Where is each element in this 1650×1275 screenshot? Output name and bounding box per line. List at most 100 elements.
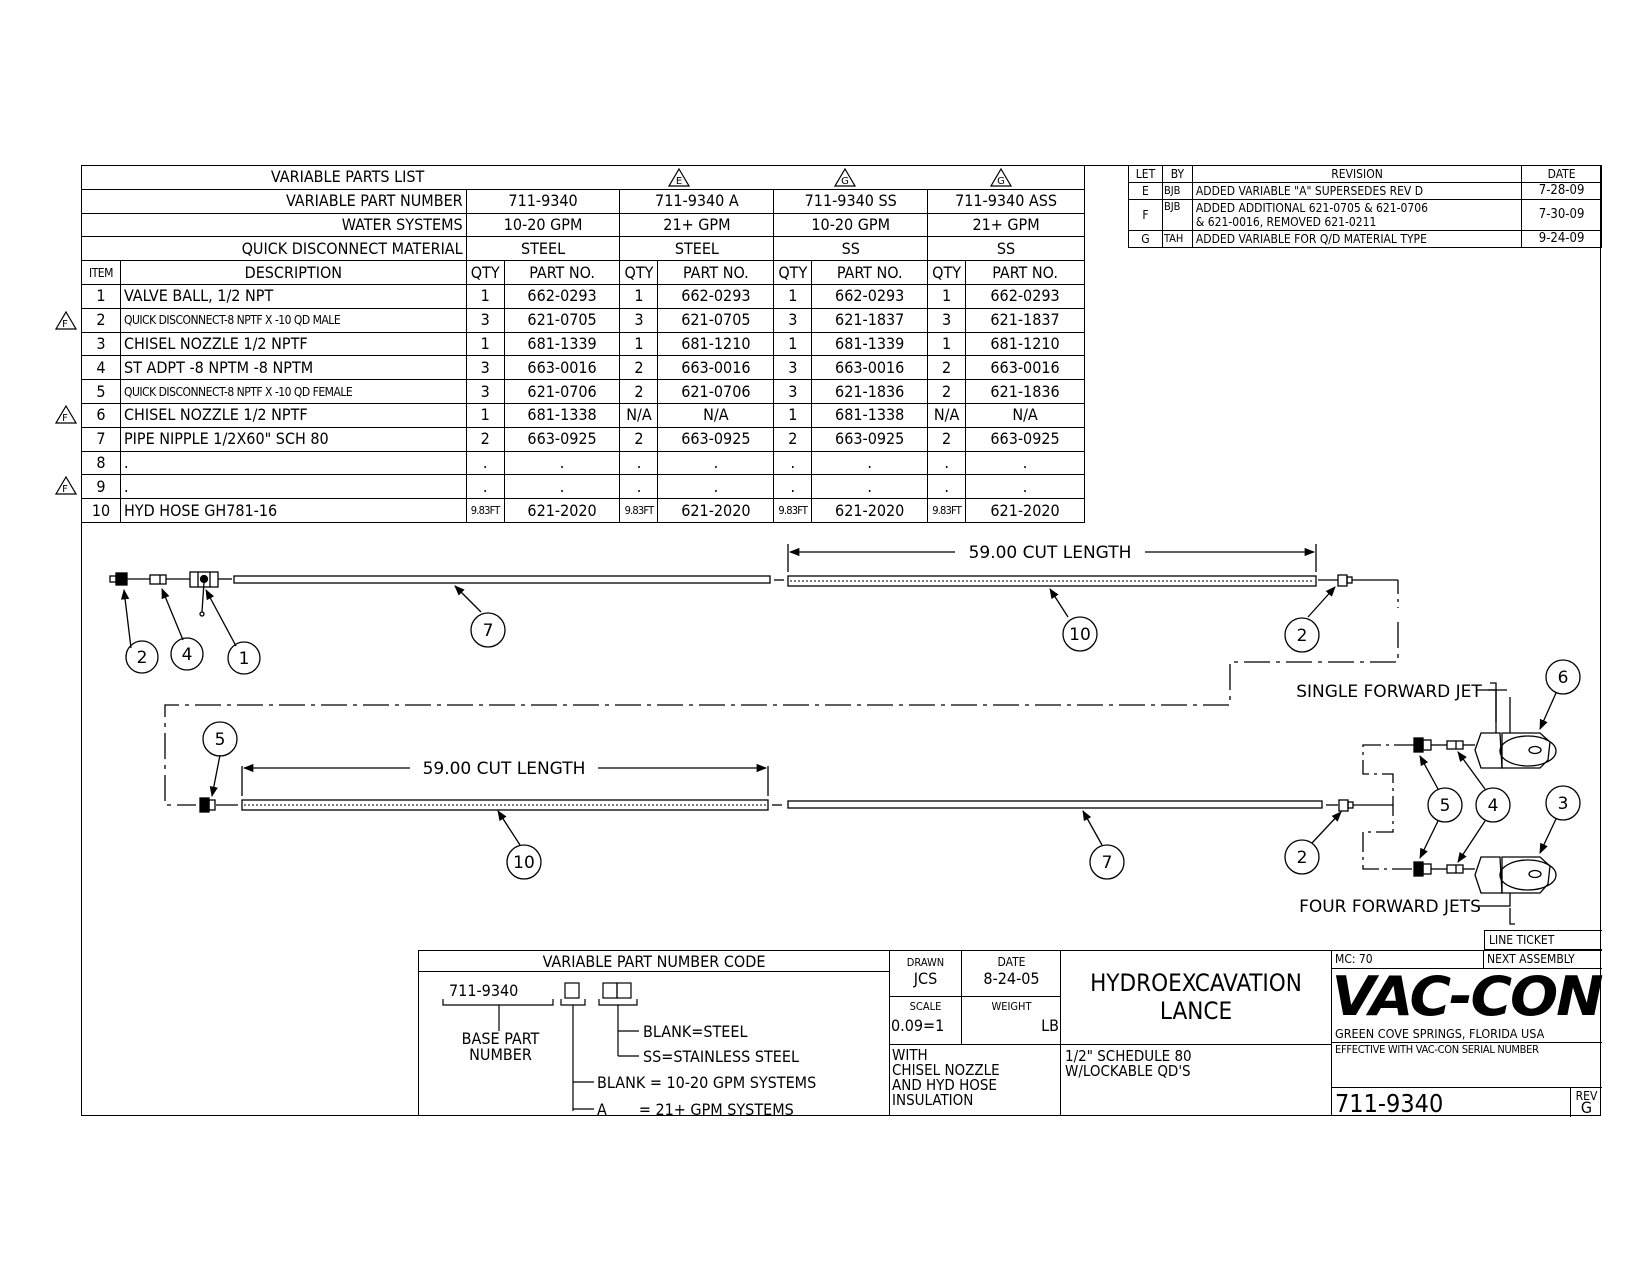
revision-table: LET BY REVISION DATE E BJB ADDED VARIABL… [1128,165,1602,248]
col-header-qty: QTY [927,260,967,285]
col-header-part-no: PART NO. [811,260,929,285]
qty-cell: 2 [773,426,813,452]
svg-text:7: 7 [1102,853,1113,873]
qty-cell: . [773,450,813,476]
svg-text:5: 5 [215,730,226,750]
part-number-cell: 662-0293 [965,283,1085,309]
part-number-cell: 663-0016 [965,355,1085,381]
svg-text:2: 2 [1297,626,1308,646]
variant-cell: 21+ GPM [927,212,1085,238]
balloon-callout [120,585,1336,675]
svg-text:G: G [997,176,1005,187]
part-number-cell: . [811,474,929,500]
row-label: WATER SYSTEMS [81,212,467,238]
rev-description: ADDED VARIABLE FOR Q/D MATERIAL TYPE [1191,230,1523,248]
drawing-number: 711-9340 [1335,1089,1444,1118]
row-label: VARIABLE PART NUMBER [81,188,467,214]
qty-cell: 3 [773,355,813,381]
valve-ball-icon [189,571,219,617]
svg-text:5: 5 [1440,796,1451,816]
note-line: WITH [892,1046,928,1064]
col-header-item: ITEM [81,260,121,285]
part-number-cell: . [503,450,621,476]
qty-cell: . [927,474,967,500]
rev-marker-g: G [833,167,856,193]
cut-length-label: 59.00 CUT LENGTH [423,759,586,779]
mc-number: MC: 70 [1332,951,1484,969]
qty-cell: 1 [465,402,505,428]
next-assembly: NEXT ASSEMBLY [1484,951,1602,969]
gpm-code-blank: BLANK = 10-20 GPM SYSTEMS [597,1073,817,1092]
qty-cell: . [773,474,813,500]
item-description: CHISEL NOZZLE 1/2 NPTF [119,402,467,428]
qd-female-fitting-icon [199,797,216,813]
weight-label: WEIGHT [991,1000,1032,1013]
chisel-nozzle-icon [1474,856,1557,894]
variant-cell: 10-20 GPM [465,212,621,238]
part-number-cell: 621-2020 [965,498,1085,523]
qty-cell: 1 [773,283,813,309]
drawn-label: DRAWN [906,956,945,969]
part-number-cell: 681-1338 [503,402,621,428]
qty-cell: 9.83FT [465,498,505,523]
date-value: 8-24-05 [983,969,1040,988]
svg-text:4: 4 [182,645,193,665]
part-number-cell: 621-1836 [965,379,1085,404]
note-line: INSULATION [892,1091,974,1109]
drawn-value: JCS [913,969,938,988]
part-number-cell: N/A [657,402,775,428]
rev-description-line: ADDED ADDITIONAL 621-0705 & 621-0706 [1195,201,1429,215]
revision-row: G TAH ADDED VARIABLE FOR Q/D MATERIAL TY… [1128,230,1602,248]
rev-description-line: & 621-0016, REMOVED 621-0211 [1195,215,1377,229]
part-number-cell: 681-1339 [503,331,621,357]
item-description: QUICK DISCONNECT-8 NPTF X -10 QD MALE [119,307,467,333]
cut-length-label: 59.00 CUT LENGTH [969,543,1132,563]
svg-text:E: E [676,176,682,187]
part-number-cell: 681-1339 [811,331,929,357]
variant-cell: 21+ GPM [619,212,775,238]
rev-description: ADDED VARIABLE "A" SUPERSEDES REV D [1191,182,1523,200]
item-description: ST ADPT -8 NPTM -8 NPTM [119,355,467,381]
svg-text:2: 2 [1297,848,1308,868]
revision-row: F BJB ADDED ADDITIONAL 621-0705 & 621-07… [1128,199,1602,231]
part-number-cell: 662-0293 [657,283,775,309]
part-number-cell: 621-0705 [503,307,621,333]
water-systems-row: WATER SYSTEMS 10-20 GPM 21+ GPM 10-20 GP… [81,212,1085,238]
company-logo: VAC-CON [1331,965,1604,1028]
variable-part-number-row: VARIABLE PART NUMBER 711-9340 711-9340 A… [81,188,1085,214]
column-header-row: ITEM DESCRIPTION QTY PART NO. QTY PART N… [81,260,1085,285]
part-number-cell: 663-0016 [657,355,775,381]
part-number-cell: 681-1210 [657,331,775,357]
svg-text:1: 1 [239,649,250,669]
item-number: 8 [81,450,121,476]
drawing-subtitle: W/LOCKABLE QD'S [1065,1062,1191,1080]
col-header-description: DESCRIPTION [119,260,467,285]
drawing-title: HYDROEXCAVATION [1090,969,1302,997]
qty-cell: . [465,450,505,476]
rev-let: F [1128,199,1163,231]
item-description: HYD HOSE GH781-16 [119,498,467,523]
balloon-numbers: 2 4 1 7 10 2 6 5 10 7 2 5 4 3 [137,621,1569,873]
part-number-cell: 681-1338 [811,402,929,428]
part-number-cell: 663-0016 [503,355,621,381]
rev-marker-e: E [667,167,691,193]
variant-cell: 711-9340 [465,188,621,214]
rev-date: 9-24-09 [1521,230,1602,248]
scale-value: 0.09=1 [891,1016,945,1035]
svg-text:F: F [62,413,68,424]
part-number-cell: 621-0706 [657,379,775,404]
part-number-cell: 621-1837 [811,307,929,333]
scale-label: SCALE [909,1000,942,1013]
effective-serial: EFFECTIVE WITH VAC-CON SERIAL NUMBER [1332,1042,1602,1088]
single-forward-jet-label: SINGLE FORWARD JET [1296,682,1482,702]
col-header-qty: QTY [465,260,505,285]
row-label: QUICK DISCONNECT MATERIAL [81,236,467,262]
variant-cell: STEEL [465,236,621,262]
variant-cell: 711-9340 A [619,188,775,214]
chisel-nozzle-icon [1474,732,1557,769]
